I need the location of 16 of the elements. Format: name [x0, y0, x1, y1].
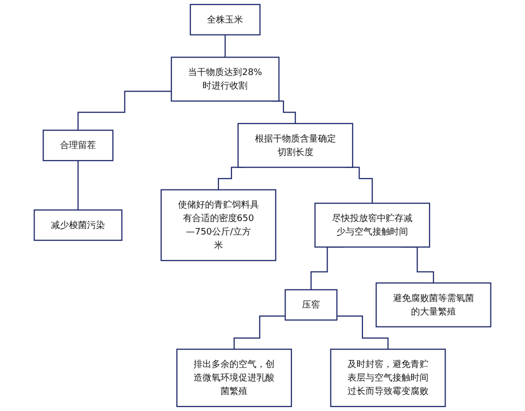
node-box: 压窖 [284, 289, 338, 321]
node-box: 尽快投放窖中贮存减少与空气接触时间 [314, 202, 430, 248]
node-box: 减少梭菌污染 [34, 209, 122, 241]
node-box: 使储好的青贮饲料具有合适的密度650—750公斤/立方米 [160, 189, 276, 262]
connector [234, 315, 286, 350]
connector [78, 160, 79, 211]
node-box: 排出多余的空气，创造微氧环境促进乳酸菌繁殖 [176, 348, 292, 408]
node-box: 合理留茬 [42, 130, 114, 162]
node-box: 避免腐败菌等需氧菌的大量繁殖 [376, 282, 492, 328]
connector [78, 90, 172, 131]
connector [336, 315, 389, 350]
node-box: 根据干物质含量确定切割长度 [238, 122, 354, 168]
node-box: 及时封窖，避免青贮表层与空气接触时间过长而导致霉变腐败 [330, 348, 446, 408]
node-box: 全株玉米 [190, 4, 261, 36]
connector [224, 34, 226, 58]
node-box: 当干物质达到28%时进行收割 [170, 56, 280, 102]
